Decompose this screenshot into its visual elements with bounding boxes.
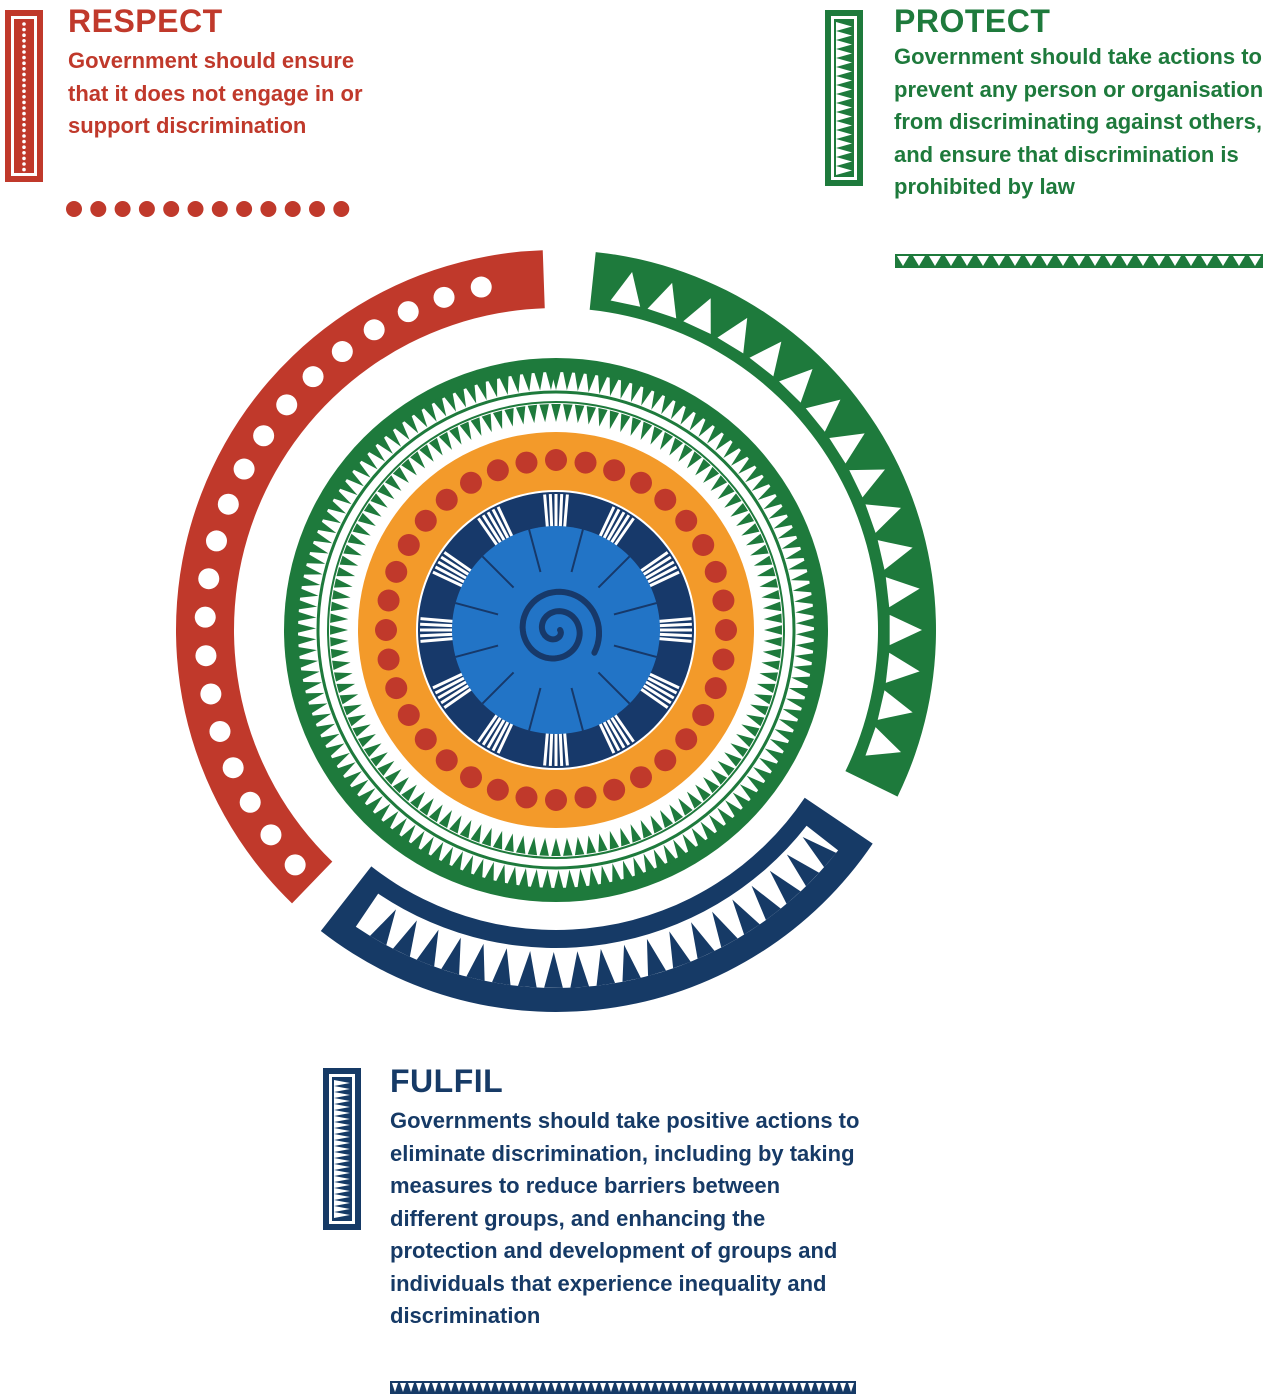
fulfil-description: Governments should take positive actions… [390, 1108, 860, 1329]
fulfil-block: FULFIL Governments should take positive … [390, 1063, 860, 1333]
respect-arc [175, 250, 545, 904]
mandala [175, 250, 937, 1012]
protect-pattern-bar [825, 10, 863, 186]
protect-title: PROTECT [894, 3, 1051, 39]
respect-dot-rule [66, 201, 350, 217]
protect-block: PROTECT Government should take actions t… [894, 3, 1282, 204]
spiral-icon [519, 588, 602, 662]
respect-block: RESPECT Government should ensure that it… [68, 3, 368, 143]
fulfil-pattern-bar [323, 1068, 361, 1230]
protect-arc [589, 252, 937, 797]
fulfil-title: FULFIL [390, 1063, 504, 1099]
fulfil-arc [320, 797, 873, 1012]
protect-description: Government should take actions to preven… [894, 44, 1264, 200]
respect-description: Government should ensure that it does no… [68, 48, 363, 139]
protect-zigzag-rule [895, 254, 1263, 268]
blue-spiral-core [452, 526, 660, 734]
respect-title: RESPECT [68, 3, 223, 39]
fulfil-tooth-rule [390, 1381, 856, 1394]
respect-pattern-bar [5, 10, 43, 182]
